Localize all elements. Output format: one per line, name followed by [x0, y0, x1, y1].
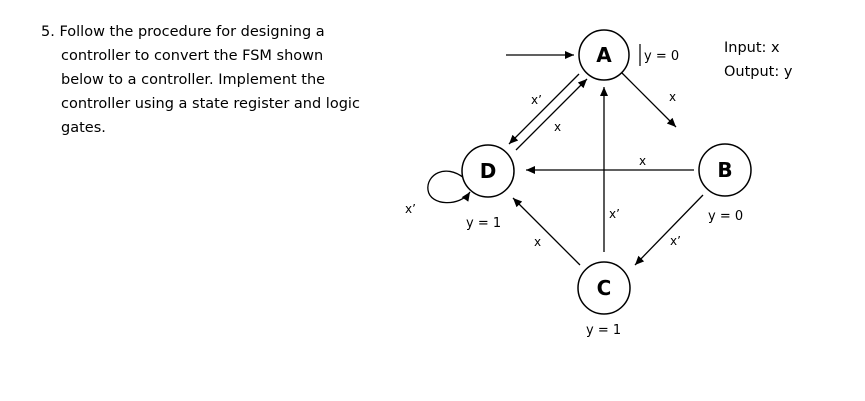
- state-c: C: [577, 261, 631, 315]
- transition-d-to-a: [515, 78, 588, 151]
- transition-b-to-c: [634, 194, 704, 266]
- transition-c-to-d-label: x: [534, 235, 541, 249]
- state-a-name: A: [596, 43, 612, 67]
- state-c-name: C: [597, 276, 612, 300]
- question-line: below to a controller. Implement the: [61, 72, 326, 88]
- question-line: controller to convert the FSM shown: [61, 48, 324, 64]
- transition-a-to-b-label: x: [669, 90, 676, 104]
- question-line: controller using a state register and lo…: [61, 96, 360, 112]
- transition-a-to-d: [508, 73, 580, 145]
- question-line: 5. Follow the procedure for designing a: [41, 24, 325, 40]
- state-b-output: y = 0: [708, 209, 743, 224]
- transition-d-to-d-label: x’: [405, 202, 416, 216]
- state-d-name: D: [480, 159, 497, 183]
- transition-d-to-a-label: x: [554, 120, 561, 134]
- state-c-output: y = 1: [586, 323, 621, 338]
- transition-d-to-d: [427, 170, 471, 204]
- question-text: 5. Follow the procedure for designing a …: [41, 20, 381, 140]
- state-d: D: [461, 144, 515, 198]
- output-label: Output: y: [724, 64, 793, 80]
- transition-b-to-c-label: x’: [670, 234, 681, 248]
- state-a-output: y = 0: [644, 49, 679, 64]
- question-line: gates.: [61, 120, 106, 136]
- input-label: Input: x: [724, 40, 780, 56]
- transition-c-to-d: [512, 197, 581, 266]
- state-b: B: [698, 143, 752, 197]
- state-d-output: y = 1: [466, 216, 501, 231]
- state-a: A: [578, 29, 630, 81]
- transition-b-to-d-label: x: [639, 154, 646, 168]
- transition-a-to-d-label: x’: [531, 93, 542, 107]
- transition-c-to-a-label: x’: [609, 207, 620, 221]
- transition-a-to-b: [621, 72, 677, 128]
- state-b-name: B: [717, 158, 732, 182]
